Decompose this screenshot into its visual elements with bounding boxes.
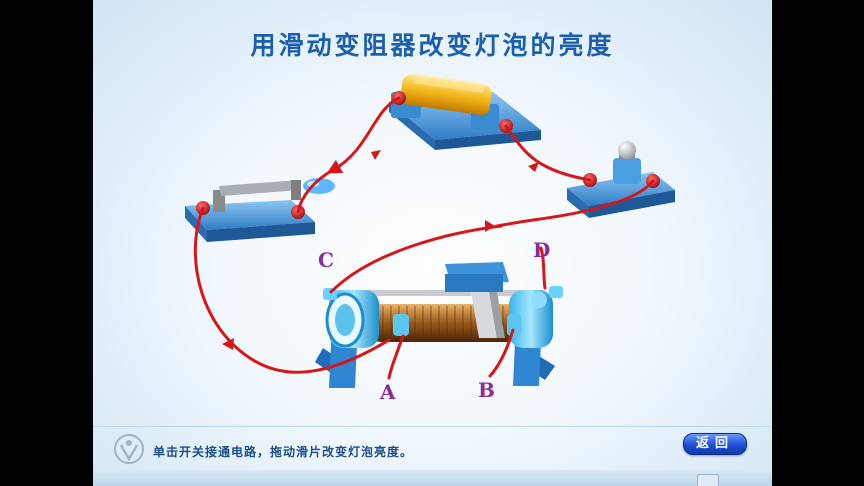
label-d: D bbox=[533, 238, 551, 262]
circuit-scene bbox=[185, 73, 675, 388]
corner-control[interactable] bbox=[697, 474, 719, 486]
back-button[interactable]: 返回 bbox=[683, 433, 747, 455]
circuit-wires bbox=[193, 96, 655, 380]
label-b: B bbox=[478, 378, 495, 402]
label-a: A bbox=[380, 380, 396, 404]
slider-handle[interactable] bbox=[445, 262, 509, 338]
page-title: 用滑动变阻器改变灯泡的亮度 bbox=[250, 31, 615, 60]
knife-switch[interactable] bbox=[185, 178, 335, 242]
current-arrows bbox=[222, 150, 539, 350]
simulation-stage: 用滑动变阻器改变灯泡的亮度 bbox=[93, 0, 772, 486]
light-bulb-icon bbox=[618, 141, 636, 159]
bottom-bar: 单击开关接通电路，拖动滑片改变灯泡亮度。 返回 bbox=[93, 426, 772, 464]
battery-icon bbox=[400, 73, 492, 116]
bottom-strip bbox=[93, 470, 772, 486]
label-c: C bbox=[318, 248, 334, 272]
rheostat bbox=[315, 286, 563, 388]
publisher-logo-icon bbox=[114, 434, 144, 464]
lamp-holder bbox=[567, 152, 675, 218]
instruction-text: 单击开关接通电路，拖动滑片改变灯泡亮度。 bbox=[153, 445, 414, 459]
